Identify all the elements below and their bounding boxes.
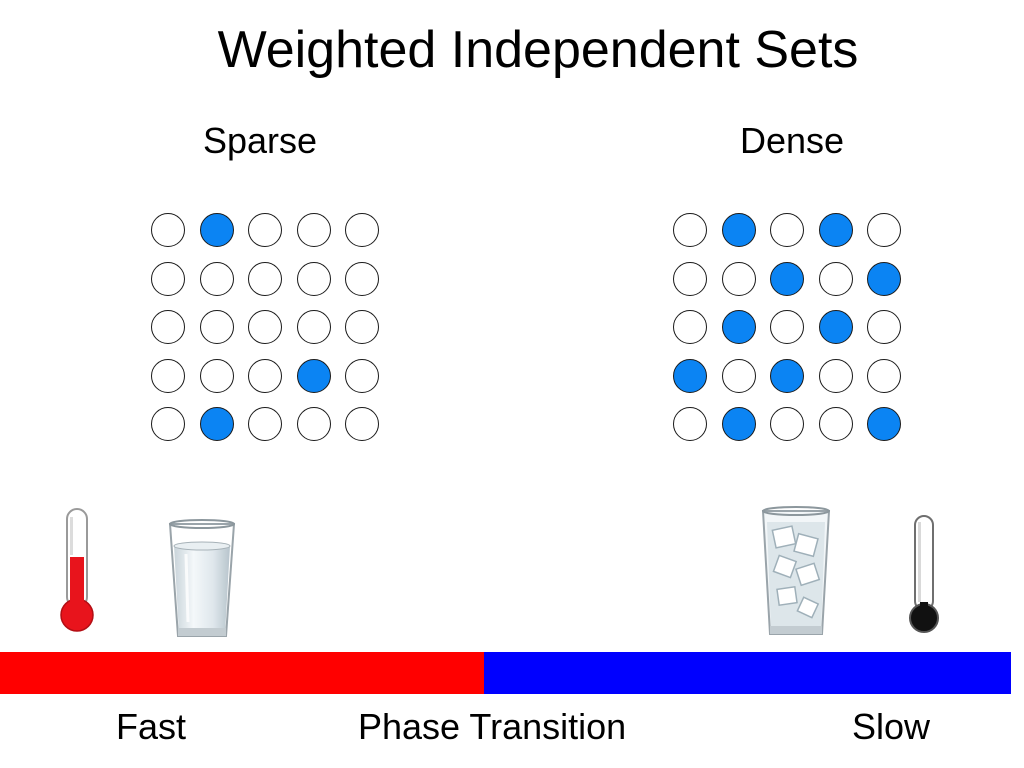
slide-title: Weighted Independent Sets	[217, 21, 859, 79]
sparse-empty-node	[296, 310, 331, 344]
sparse-filled-node	[199, 407, 234, 441]
sparse-empty-node	[248, 310, 282, 344]
sparse-filled-node	[296, 358, 331, 393]
dense-label: Dense	[740, 120, 845, 161]
dense-filled-node	[818, 310, 853, 344]
thermometer-hot-icon	[60, 508, 94, 632]
dense-filled-node	[721, 310, 756, 344]
thermometer-cold-icon	[909, 515, 939, 633]
dense-empty-node	[867, 310, 901, 344]
dense-filled-node	[770, 358, 804, 393]
dense-empty-node	[721, 358, 756, 393]
dense-filled-node	[867, 261, 901, 296]
sparse-empty-node	[345, 358, 379, 393]
sparse-grid	[151, 213, 379, 441]
sparse-empty-node	[199, 358, 234, 393]
dense-filled-node	[673, 358, 707, 393]
sparse-empty-node	[151, 310, 185, 344]
dense-empty-node	[818, 358, 853, 393]
sparse-empty-node	[248, 358, 282, 393]
dense-empty-node	[818, 261, 853, 296]
phase-transition-label: Phase Transition	[358, 706, 627, 747]
dense-empty-node	[770, 213, 804, 247]
dense-empty-node	[867, 358, 901, 393]
temperature-bar-hot	[0, 652, 484, 694]
dense-empty-node	[818, 407, 853, 441]
dense-empty-node	[721, 261, 756, 296]
dense-empty-node	[770, 310, 804, 344]
sparse-filled-node	[199, 213, 234, 247]
dense-empty-node	[673, 407, 707, 441]
sparse-empty-node	[151, 213, 185, 247]
dense-filled-node	[721, 213, 756, 247]
dense-filled-node	[818, 213, 853, 247]
slow-label: Slow	[852, 706, 931, 747]
fast-label: Fast	[116, 706, 187, 747]
sparse-empty-node	[345, 261, 379, 296]
dense-empty-node	[673, 310, 707, 344]
glass-of-water-icon	[168, 519, 236, 637]
dense-filled-node	[721, 407, 756, 441]
sparse-empty-node	[296, 213, 331, 247]
sparse-empty-node	[248, 261, 282, 296]
dense-empty-node	[673, 261, 707, 296]
dense-filled-node	[867, 407, 901, 441]
sparse-empty-node	[345, 310, 379, 344]
dense-empty-node	[673, 213, 707, 247]
temperature-bar-cold	[484, 652, 1011, 694]
sparse-empty-node	[199, 261, 234, 296]
dense-empty-node	[867, 213, 901, 247]
sparse-empty-node	[345, 213, 379, 247]
dense-empty-node	[770, 407, 804, 441]
sparse-label: Sparse	[203, 120, 318, 161]
sparse-empty-node	[151, 358, 185, 393]
sparse-empty-node	[296, 407, 331, 441]
glass-of-ice-water-icon	[761, 506, 831, 635]
sparse-empty-node	[248, 213, 282, 247]
sparse-empty-node	[248, 407, 282, 441]
dense-filled-node	[770, 261, 804, 296]
sparse-empty-node	[199, 310, 234, 344]
sparse-empty-node	[345, 407, 379, 441]
dense-grid	[673, 213, 901, 441]
sparse-empty-node	[296, 261, 331, 296]
sparse-empty-node	[151, 407, 185, 441]
sparse-empty-node	[151, 261, 185, 296]
